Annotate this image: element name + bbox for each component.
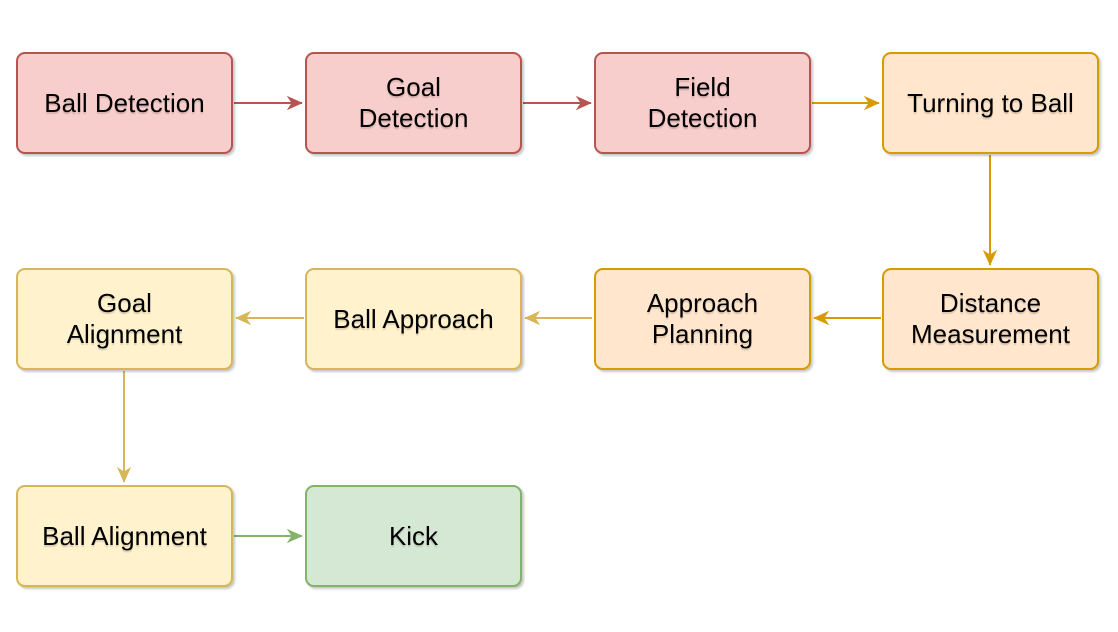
- node-field-detection: Field Detection: [594, 52, 811, 154]
- node-ball-approach: Ball Approach: [305, 268, 522, 370]
- node-distance-measurement: Distance Measurement: [882, 268, 1099, 370]
- node-ball-alignment: Ball Alignment: [16, 485, 233, 587]
- node-goal-alignment: Goal Alignment: [16, 268, 233, 370]
- node-approach-planning: Approach Planning: [594, 268, 811, 370]
- node-turning-to-ball: Turning to Ball: [882, 52, 1099, 154]
- node-goal-detection: Goal Detection: [305, 52, 522, 154]
- node-ball-detection: Ball Detection: [16, 52, 233, 154]
- node-kick: Kick: [305, 485, 522, 587]
